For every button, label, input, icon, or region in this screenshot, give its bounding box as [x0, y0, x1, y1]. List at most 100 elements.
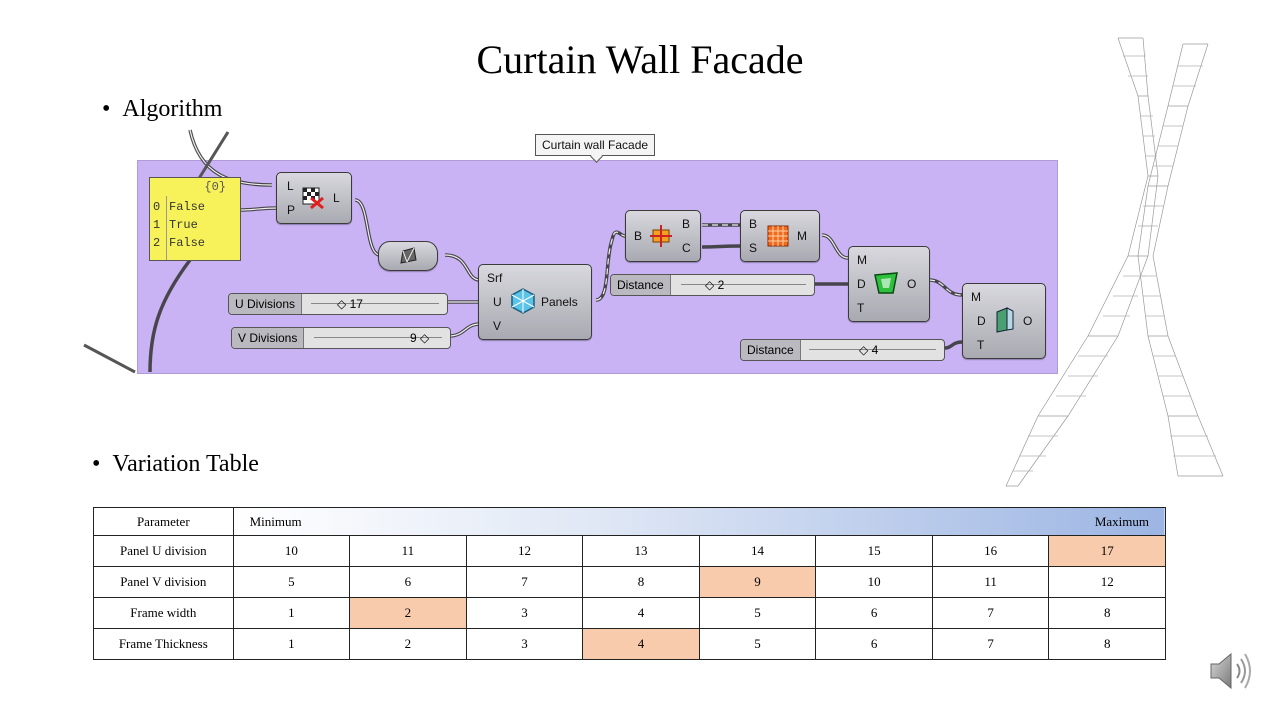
slider-name: Distance: [611, 275, 671, 295]
table-cell: 11: [931, 566, 1050, 598]
distance-slider-2[interactable]: Distance ◇ 4: [740, 339, 945, 361]
speaker-icon[interactable]: [1207, 648, 1257, 694]
slider-track: [681, 284, 806, 285]
mesh-grid-icon: [767, 225, 789, 247]
cull-pattern-component[interactable]: L P L: [276, 172, 352, 224]
surface-divide-component[interactable]: Srf U V Panels: [478, 264, 592, 340]
slider-track: [311, 303, 439, 304]
brep-parameter[interactable]: [378, 241, 438, 271]
row-label: Frame Thickness: [93, 628, 234, 660]
twisted-tower-wireframe: [1005, 37, 1224, 487]
panel-divider: [166, 196, 167, 260]
explode-output-b: B: [682, 217, 691, 231]
slider-name: U Divisions: [229, 294, 303, 314]
u-divisions-slider[interactable]: U Divisions ◇ 17: [228, 293, 448, 315]
bullet-algorithm-text: Algorithm: [122, 96, 223, 122]
table-cell-highlighted: 2: [349, 597, 467, 629]
table-cell: 6: [815, 628, 933, 660]
mesh-input-b: B: [749, 217, 758, 231]
thicken-input-m: M: [971, 290, 981, 304]
thicken-output-o: O: [1023, 314, 1033, 328]
header-range: Minimum Maximum: [232, 507, 1167, 536]
mesh-input-s: S: [749, 241, 758, 255]
table-cell-highlighted: 4: [582, 628, 700, 660]
explode-output-c: C: [682, 241, 691, 255]
bullet-variation-table: •Variation Table: [92, 451, 259, 477]
table-cell: 6: [815, 597, 933, 629]
header-maximum: Maximum: [1094, 514, 1149, 529]
table-cell: 11: [349, 535, 467, 567]
panel-row: 2 False: [150, 234, 238, 252]
cull-pattern-icon: [302, 187, 324, 210]
offset-input-m: M: [857, 253, 867, 267]
offset-output-o: O: [907, 277, 917, 291]
table-row: Panel U division 10 11 12 13 14 15 16 17: [93, 535, 1166, 567]
thicken-component[interactable]: M D T O: [962, 283, 1046, 359]
table-cell: 15: [815, 535, 933, 567]
slider-value-text: 9: [410, 331, 417, 345]
variation-table: Parameter Minimum Maximum Panel U divisi…: [93, 507, 1167, 660]
slider-value: ◇ 4: [859, 343, 879, 357]
panel-row-index: 0: [153, 200, 161, 214]
table-cell: 5: [232, 566, 351, 598]
table-cell: 7: [931, 597, 1050, 629]
mesh-component[interactable]: B S M: [740, 210, 820, 262]
slider-value: ◇ 17: [337, 297, 363, 311]
slider-name: V Divisions: [232, 328, 305, 348]
row-label: Panel U division: [93, 535, 234, 567]
slider-value-text: 2: [717, 278, 725, 292]
panel-row-index: 1: [153, 218, 161, 232]
table-cell: 1: [232, 597, 351, 629]
panel-row: 0 False: [150, 198, 238, 216]
surface-output-panels: Panels: [541, 295, 578, 309]
offset-component[interactable]: M D T O: [848, 246, 930, 322]
panel-path-header: {0}: [204, 180, 226, 194]
table-cell: 5: [698, 597, 817, 629]
slider-name: Distance: [741, 340, 801, 360]
table-cell: 12: [1048, 566, 1166, 598]
slider-track: [314, 337, 442, 338]
panel-row: 1 True: [150, 216, 238, 234]
row-label: Frame width: [93, 597, 234, 629]
bullet-algorithm: •Algorithm: [102, 96, 223, 122]
table-cell: 3: [465, 597, 584, 629]
thicken-box-icon: [996, 307, 1014, 333]
table-header-row: Parameter Minimum Maximum: [93, 507, 1167, 536]
table-cell: 8: [582, 566, 700, 598]
explode-component[interactable]: B B C: [625, 210, 701, 262]
table-row: Frame Thickness 1 2 3 4 5 6 7 8: [93, 628, 1166, 660]
offset-input-t: T: [857, 301, 865, 315]
offset-mesh-icon: [874, 272, 898, 294]
panel-row-value: True: [169, 218, 198, 232]
table-cell: 2: [349, 628, 467, 660]
table-cell: 12: [465, 535, 584, 567]
slider-value-text: 4: [871, 343, 879, 357]
v-divisions-slider[interactable]: V Divisions 9 ◇: [231, 327, 451, 349]
panel-row-value: False: [169, 200, 206, 214]
table-cell: 10: [815, 566, 933, 598]
surface-input-srf: Srf: [487, 271, 503, 285]
slider-track: [809, 349, 936, 350]
slide-title: Curtain Wall Facade: [476, 37, 804, 82]
thicken-input-d: D: [977, 314, 986, 328]
panel-row-value: False: [169, 236, 206, 250]
table-cell: 7: [931, 628, 1050, 660]
surface-input-v: V: [493, 319, 502, 333]
slider-value-text: 17: [349, 297, 363, 311]
slider-value: ◇ 2: [705, 278, 725, 292]
table-cell: 4: [582, 597, 700, 629]
distance-slider-1[interactable]: Distance ◇ 2: [610, 274, 815, 296]
cull-input-p: P: [287, 203, 296, 217]
table-cell: 5: [698, 628, 817, 660]
hexagon-panels-icon: [511, 288, 535, 314]
header-minimum: Minimum: [249, 514, 302, 529]
slider-value: 9 ◇: [410, 331, 430, 345]
surface-input-u: U: [493, 295, 502, 309]
bullet-variation-text: Variation Table: [112, 451, 259, 477]
panel-row-index: 2: [153, 236, 161, 250]
table-row: Frame width 1 2 3 4 5 6 7 8: [93, 597, 1166, 629]
explode-input-b: B: [634, 229, 643, 243]
thicken-input-t: T: [977, 338, 985, 352]
